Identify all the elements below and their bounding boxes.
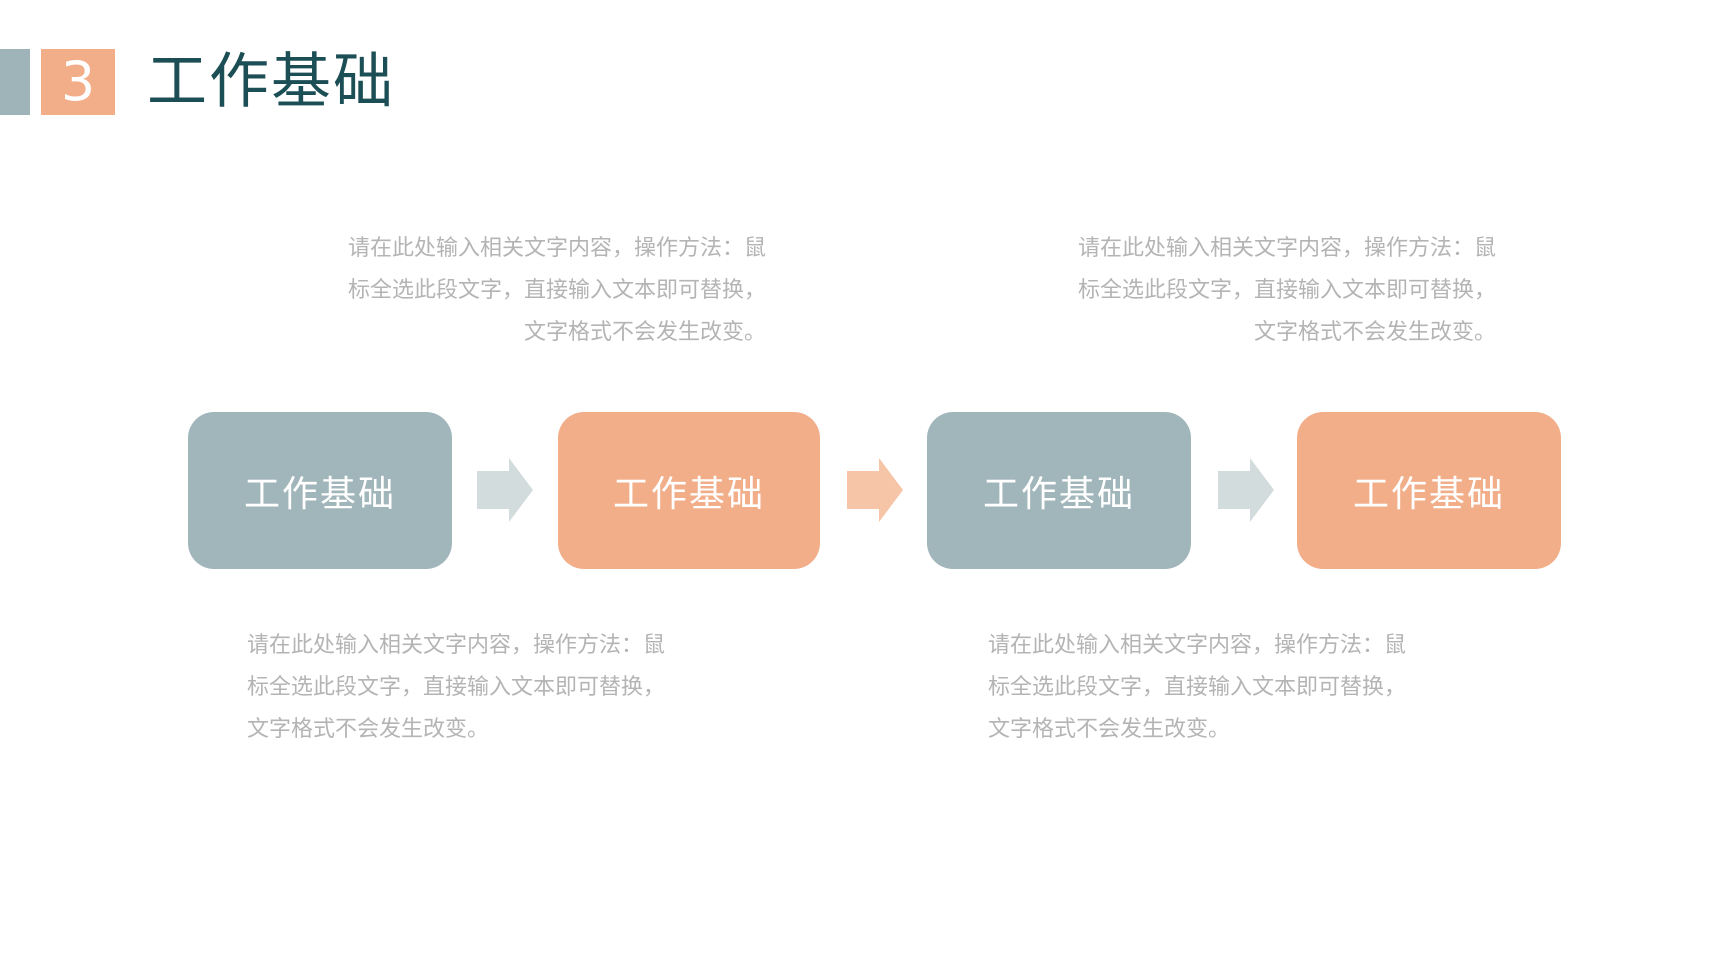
arrow-right-icon <box>477 458 533 522</box>
process-step-label: 工作基础 <box>982 473 1135 515</box>
section-number: 3 <box>41 49 115 115</box>
description-line: 标全选此段文字，直接输入文本即可替换， <box>247 675 666 700</box>
process-step-4: 工作基础 <box>1297 412 1561 569</box>
description-line: 标全选此段文字，直接输入文本即可替换， <box>1077 278 1496 303</box>
process-step-label: 工作基础 <box>1352 473 1505 515</box>
description-top-left: 请在此处输入相关文字内容，操作方法：鼠 标全选此段文字，直接输入文本即可替换， … <box>306 228 766 354</box>
description-top-right: 请在此处输入相关文字内容，操作方法：鼠 标全选此段文字，直接输入文本即可替换， … <box>1036 228 1496 354</box>
process-step-2: 工作基础 <box>558 412 820 569</box>
description-line: 请在此处输入相关文字内容，操作方法：鼠 <box>347 236 766 261</box>
description-line: 标全选此段文字，直接输入文本即可替换， <box>347 278 766 303</box>
page-title: 工作基础 <box>147 47 395 117</box>
description-bottom-left: 请在此处输入相关文字内容，操作方法：鼠 标全选此段文字，直接输入文本即可替换， … <box>247 625 707 751</box>
process-step-3: 工作基础 <box>927 412 1191 569</box>
description-line: 文字格式不会发生改变。 <box>1253 320 1496 345</box>
description-line: 请在此处输入相关文字内容，操作方法：鼠 <box>988 633 1407 658</box>
process-step-label: 工作基础 <box>243 473 396 515</box>
description-line: 文字格式不会发生改变。 <box>988 717 1231 742</box>
arrow-right-icon <box>1218 458 1274 522</box>
description-bottom-right: 请在此处输入相关文字内容，操作方法：鼠 标全选此段文字，直接输入文本即可替换， … <box>988 625 1448 751</box>
accent-bar <box>0 49 30 115</box>
description-line: 请在此处输入相关文字内容，操作方法：鼠 <box>1077 236 1496 261</box>
process-step-label: 工作基础 <box>612 473 765 515</box>
arrow-right-icon <box>847 458 903 522</box>
process-step-1: 工作基础 <box>188 412 452 569</box>
description-line: 请在此处输入相关文字内容，操作方法：鼠 <box>247 633 666 658</box>
description-line: 文字格式不会发生改变。 <box>523 320 766 345</box>
description-line: 标全选此段文字，直接输入文本即可替换， <box>988 675 1407 700</box>
description-line: 文字格式不会发生改变。 <box>247 717 490 742</box>
